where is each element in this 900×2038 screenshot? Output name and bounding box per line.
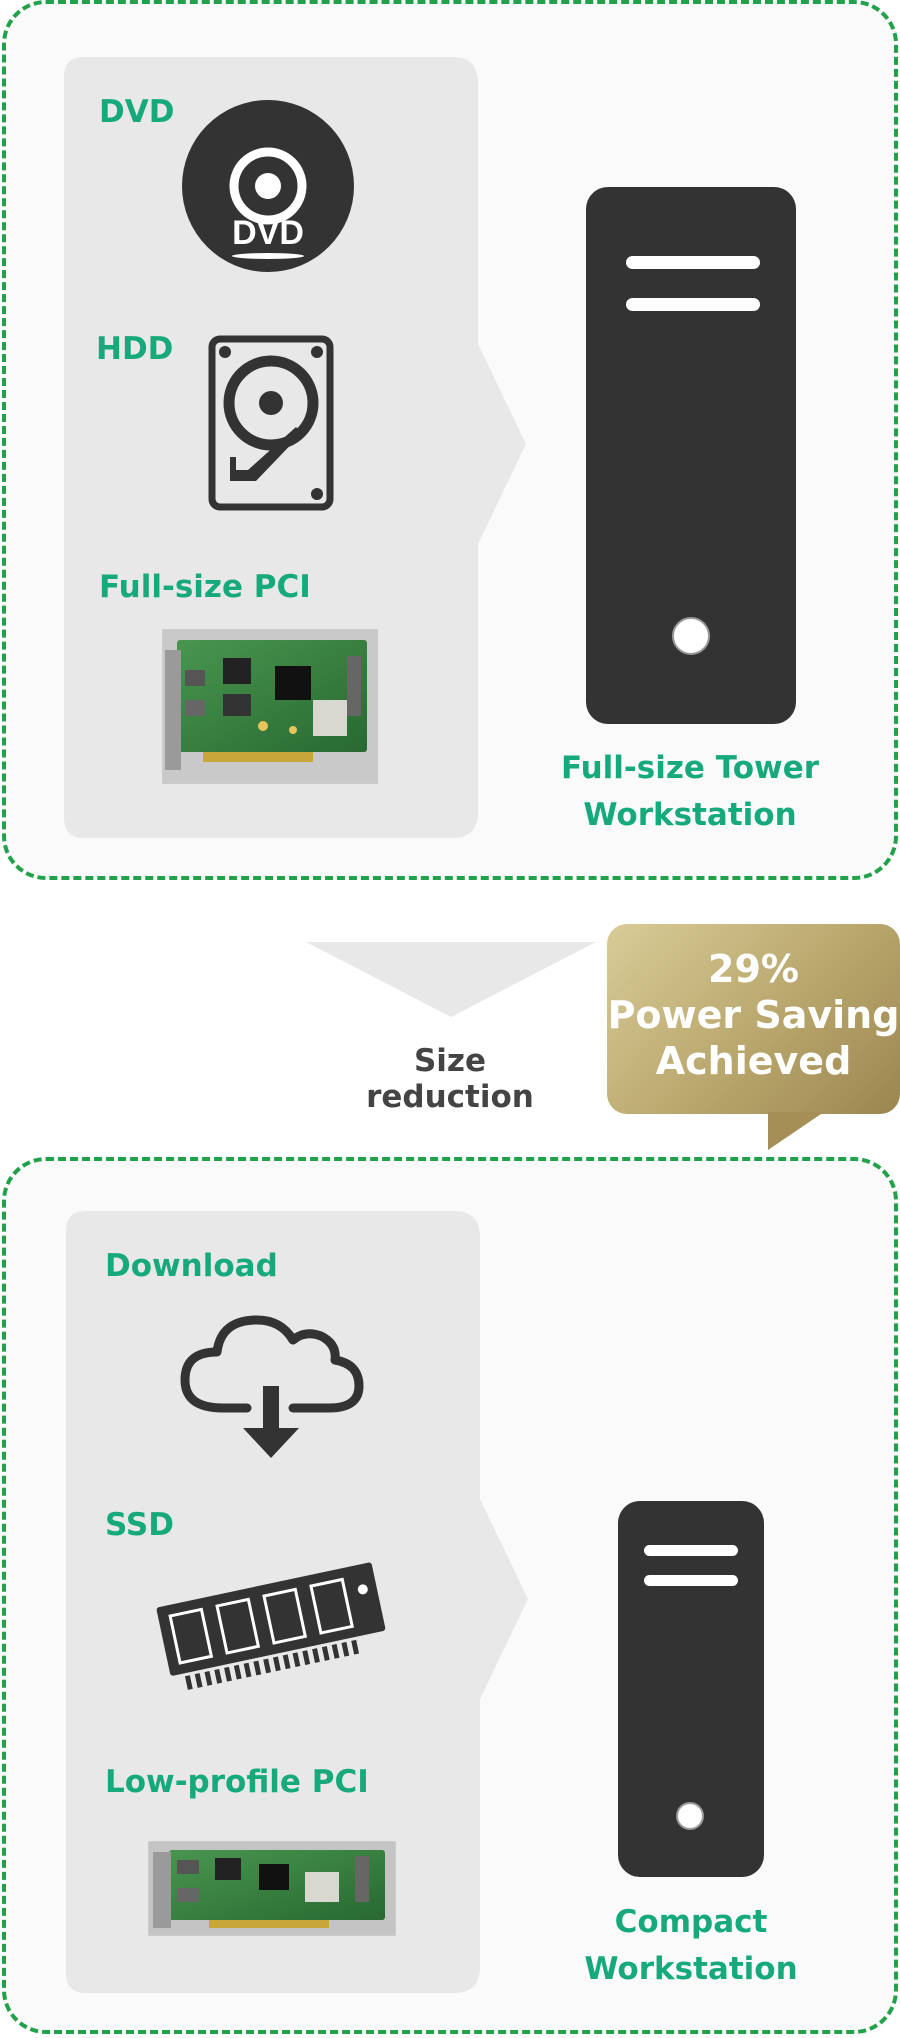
memory-module-icon <box>156 1562 386 1690</box>
power-saving-text: Power Saving <box>607 993 900 1037</box>
power-button-icon <box>676 1802 704 1830</box>
full-size-tower-icon <box>586 187 796 724</box>
download-label: Download <box>105 1248 278 1284</box>
full-size-config-panel: DVD DVD HDD Full-size PCI <box>2 0 898 880</box>
power-saving-bubble: 29% Power Saving Achieved <box>607 924 900 1114</box>
compact-workstation-caption: Compact Workstation <box>584 1904 798 1987</box>
power-button-icon <box>672 617 710 655</box>
hdd-label: HDD <box>96 331 174 367</box>
full-size-pci-label: Full-size PCI <box>99 569 311 605</box>
bubble-tail <box>768 1112 824 1150</box>
cloud-download-icon <box>180 1315 364 1458</box>
power-saving-percent: 29% <box>708 947 799 991</box>
dvd-label: DVD <box>99 94 175 130</box>
full-size-tower-caption: Full-size Tower Workstation <box>560 750 820 833</box>
size-reduction-arrow <box>306 942 596 1017</box>
drive-slot <box>644 1545 738 1556</box>
size-reduction-label: Size reduction <box>366 1043 534 1115</box>
dvd-disc-icon: DVD <box>182 100 354 272</box>
dvd-icon-text: DVD <box>232 214 304 252</box>
drive-slot <box>644 1575 738 1586</box>
low-profile-pci-card-photo <box>148 1841 396 1936</box>
compact-config-panel: Download SSD Lo <box>2 1157 898 2034</box>
full-size-pci-card-photo <box>162 629 378 784</box>
drive-slot <box>626 256 760 269</box>
hard-drive-icon <box>208 335 334 511</box>
achieved-text: Achieved <box>655 1039 852 1083</box>
drive-slot <box>626 298 760 311</box>
ssd-label: SSD <box>105 1507 174 1543</box>
compact-tower-icon <box>618 1501 764 1877</box>
low-profile-pci-label: Low-profile PCI <box>105 1764 369 1800</box>
